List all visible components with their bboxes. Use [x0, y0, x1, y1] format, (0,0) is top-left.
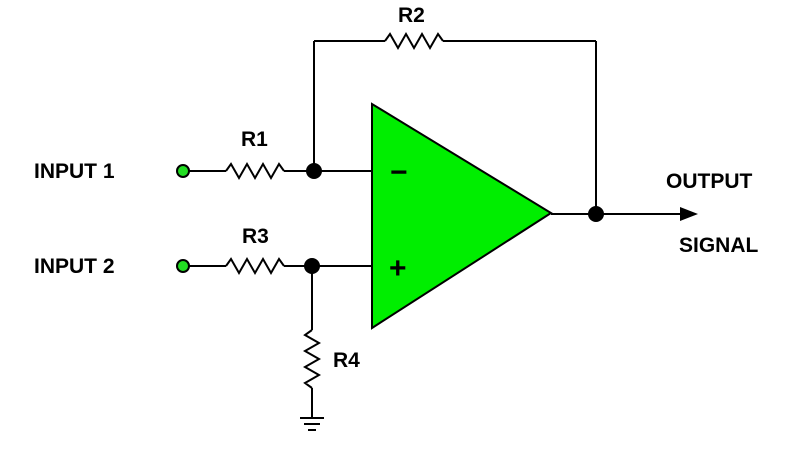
junction-dot-r3: [304, 258, 320, 274]
plus-sign: +: [389, 252, 407, 285]
input-1-label: INPUT 1: [34, 160, 115, 183]
resistor-r1: [225, 161, 285, 181]
r1-label: R1: [241, 128, 268, 151]
input-1-terminal: [176, 164, 190, 178]
signal-label: SIGNAL: [679, 234, 759, 257]
resistor-r2: [384, 31, 444, 51]
input-2-terminal: [176, 259, 190, 273]
resistor-r3: [225, 256, 285, 276]
junction-dot-output: [588, 206, 604, 222]
r2-label: R2: [398, 4, 425, 27]
minus-sign: −: [390, 156, 408, 189]
r3-label: R3: [242, 225, 269, 248]
ground-symbol-icon: [300, 417, 324, 431]
op-amp-triangle: [371, 102, 553, 330]
junction-dot-r1: [306, 163, 322, 179]
input-2-label: INPUT 2: [34, 255, 115, 278]
resistor-r4: [302, 329, 322, 389]
arrow-right-icon: [680, 207, 698, 221]
output-label: OUTPUT: [666, 170, 753, 193]
r4-label: R4: [333, 349, 360, 372]
